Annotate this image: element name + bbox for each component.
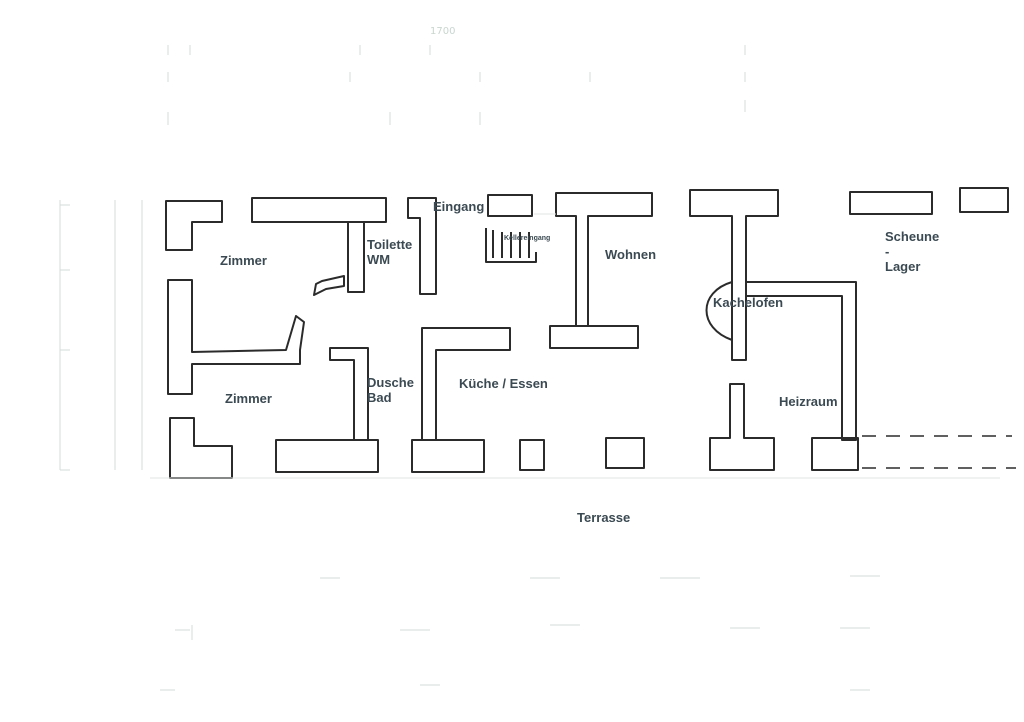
room-label-scheune-line1: Scheune	[885, 229, 940, 244]
room-label-kueche: Küche / Essen	[459, 376, 548, 391]
room-label-toilette: Toilette WM	[367, 237, 412, 267]
room-label-eingang: Eingang	[433, 199, 485, 214]
room-label-heizraum: Heizraum	[779, 394, 838, 409]
room-label-toilette-line1: Toilette	[367, 237, 413, 252]
faint-edge-lines	[150, 213, 1000, 479]
room-label-zimmer-bottom: Zimmer	[225, 391, 272, 406]
room-label-dusche-line1: Dusche	[367, 375, 414, 390]
room-label-scheune-line2: -	[885, 244, 890, 259]
room-label-scheune-line3: Lager	[885, 259, 921, 274]
room-label-terrasse: Terrasse	[577, 510, 631, 525]
room-label-kachelofen: Kachelofen	[713, 295, 784, 310]
room-label-wohnen: Wohnen	[605, 247, 657, 262]
dimension-note: 1700	[430, 26, 456, 37]
room-label-kellereingang: Kellereingang	[504, 235, 551, 242]
room-label-dusche-bad: Dusche Bad	[367, 375, 414, 405]
room-label-dusche-line2: Bad	[367, 390, 392, 405]
room-label-zimmer-top: Zimmer	[220, 253, 267, 268]
room-label-toilette-line2: WM	[367, 252, 391, 267]
faint-pencil-marks	[59, 45, 880, 691]
walls	[165, 187, 1009, 479]
room-label-scheune: Scheune - Lager	[885, 229, 945, 274]
dashed-outline	[862, 435, 1016, 469]
